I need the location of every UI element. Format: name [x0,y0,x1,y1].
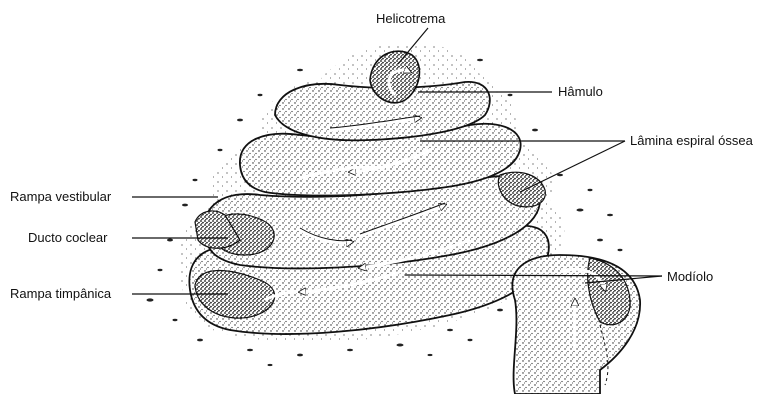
label-hamulo: Hâmulo [558,85,603,98]
label-helicotrema: Helicotrema [376,12,445,25]
label-rampa-timpanica: Rampa timpânica [10,287,111,300]
label-rampa-vestibular: Rampa vestibular [10,190,111,203]
label-lamina-espiral-ossea: Lâmina espiral óssea [630,134,753,147]
label-ducto-coclear: Ducto coclear [28,231,107,244]
label-modiolo: Modíolo [667,270,713,283]
